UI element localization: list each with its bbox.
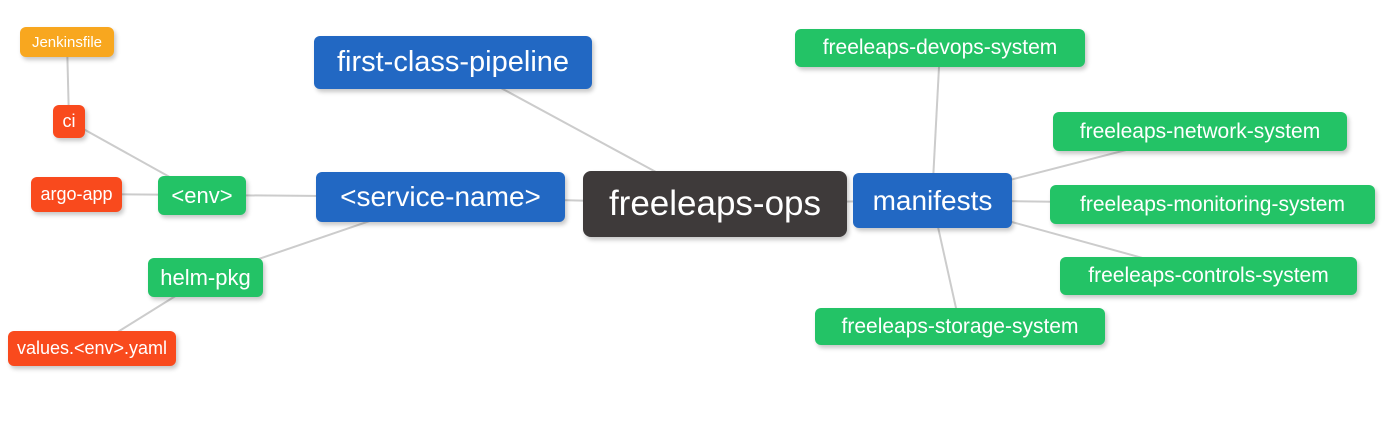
node-freeleaps-network-system[interactable]: freeleaps-network-system bbox=[1053, 112, 1347, 151]
node-freeleaps-ops-root[interactable]: freeleaps-ops bbox=[583, 171, 847, 237]
node-helm-pkg[interactable]: helm-pkg bbox=[148, 258, 263, 297]
node-freeleaps-monitoring-system[interactable]: freeleaps-monitoring-system bbox=[1050, 185, 1375, 224]
node-manifests[interactable]: manifests bbox=[853, 173, 1012, 228]
node-ci[interactable]: ci bbox=[53, 105, 85, 138]
node-freeleaps-storage-system[interactable]: freeleaps-storage-system bbox=[815, 308, 1105, 345]
node-values-env-yaml[interactable]: values.<env>.yaml bbox=[8, 331, 176, 366]
node-freeleaps-controls-system[interactable]: freeleaps-controls-system bbox=[1060, 257, 1357, 295]
node-jenkinsfile[interactable]: Jenkinsfile bbox=[20, 27, 114, 57]
node-env[interactable]: <env> bbox=[158, 176, 246, 215]
node-argo-app[interactable]: argo-app bbox=[31, 177, 122, 212]
node-freeleaps-devops-system[interactable]: freeleaps-devops-system bbox=[795, 29, 1085, 67]
node-first-class-pipeline[interactable]: first-class-pipeline bbox=[314, 36, 592, 89]
node-service-name[interactable]: <service-name> bbox=[316, 172, 565, 222]
